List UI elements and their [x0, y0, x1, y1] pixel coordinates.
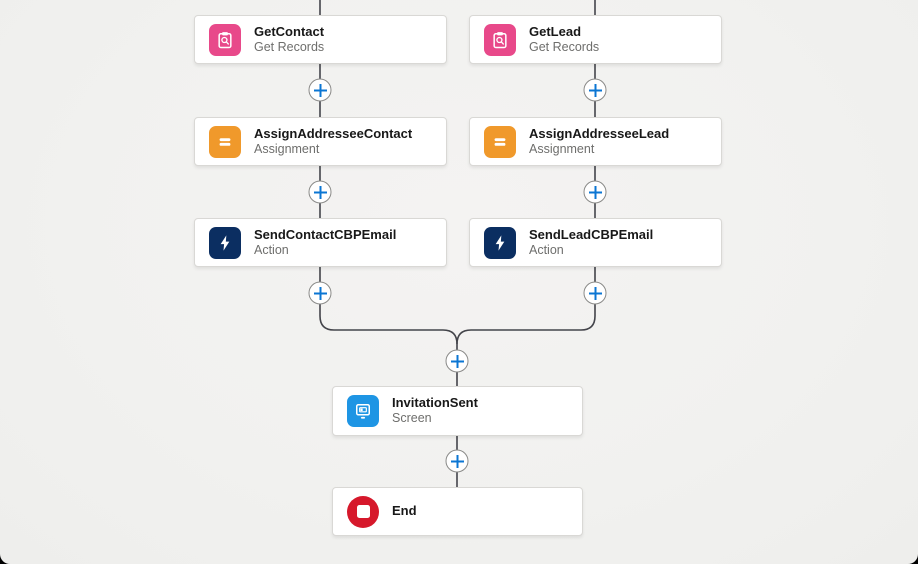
node-subtitle: Screen [392, 411, 432, 426]
flow-node-assign-addressee-lead[interactable]: AssignAddresseeLead Assignment [469, 117, 722, 166]
node-subtitle: Action [254, 242, 289, 257]
flow-node-invitation-sent[interactable]: InvitationSent Screen [332, 386, 583, 436]
add-element-button[interactable] [583, 281, 607, 305]
record-lookup-icon [484, 23, 516, 56]
add-element-button[interactable] [308, 281, 332, 305]
node-subtitle: Assignment [254, 141, 320, 156]
node-subtitle: Action [529, 242, 564, 257]
node-subtitle: Get Records [254, 39, 325, 54]
add-element-button[interactable] [445, 449, 469, 473]
end-square-glyph [356, 505, 370, 518]
flow-node-send-contact-cbp-email[interactable]: SendContactCBPEmail Action [194, 218, 447, 267]
node-title: End [392, 503, 417, 519]
assignment-icon [484, 125, 516, 158]
node-title: SendContactCBPEmail [254, 226, 397, 242]
add-element-button[interactable] [583, 78, 607, 102]
add-element-button[interactable] [583, 180, 607, 204]
node-title: SendLeadCBPEmail [529, 226, 654, 242]
node-subtitle: Get Records [529, 39, 600, 54]
flow-node-send-lead-cbp-email[interactable]: SendLeadCBPEmail Action [469, 218, 722, 267]
node-title: GetLead [529, 23, 582, 39]
flow-node-assign-addressee-contact[interactable]: AssignAddresseeContact Assignment [194, 117, 447, 166]
add-element-button[interactable] [445, 349, 469, 373]
record-lookup-icon [209, 23, 241, 56]
flow-node-end[interactable]: End [332, 487, 583, 536]
end-stop-icon [347, 495, 379, 528]
lightning-bolt-icon [484, 226, 516, 259]
flow-node-get-contact[interactable]: GetContact Get Records [194, 15, 447, 64]
node-title: AssignAddresseeLead [529, 125, 670, 141]
node-title: AssignAddresseeContact [254, 125, 413, 141]
add-element-button[interactable] [308, 78, 332, 102]
assignment-icon [209, 125, 241, 158]
node-title: GetContact [254, 23, 325, 39]
node-subtitle: Assignment [529, 141, 595, 156]
flow-node-get-lead[interactable]: GetLead Get Records [469, 15, 722, 64]
lightning-bolt-icon [209, 226, 241, 259]
screen-monitor-icon [347, 395, 379, 427]
node-title: InvitationSent [392, 395, 478, 411]
add-element-button[interactable] [308, 180, 332, 204]
